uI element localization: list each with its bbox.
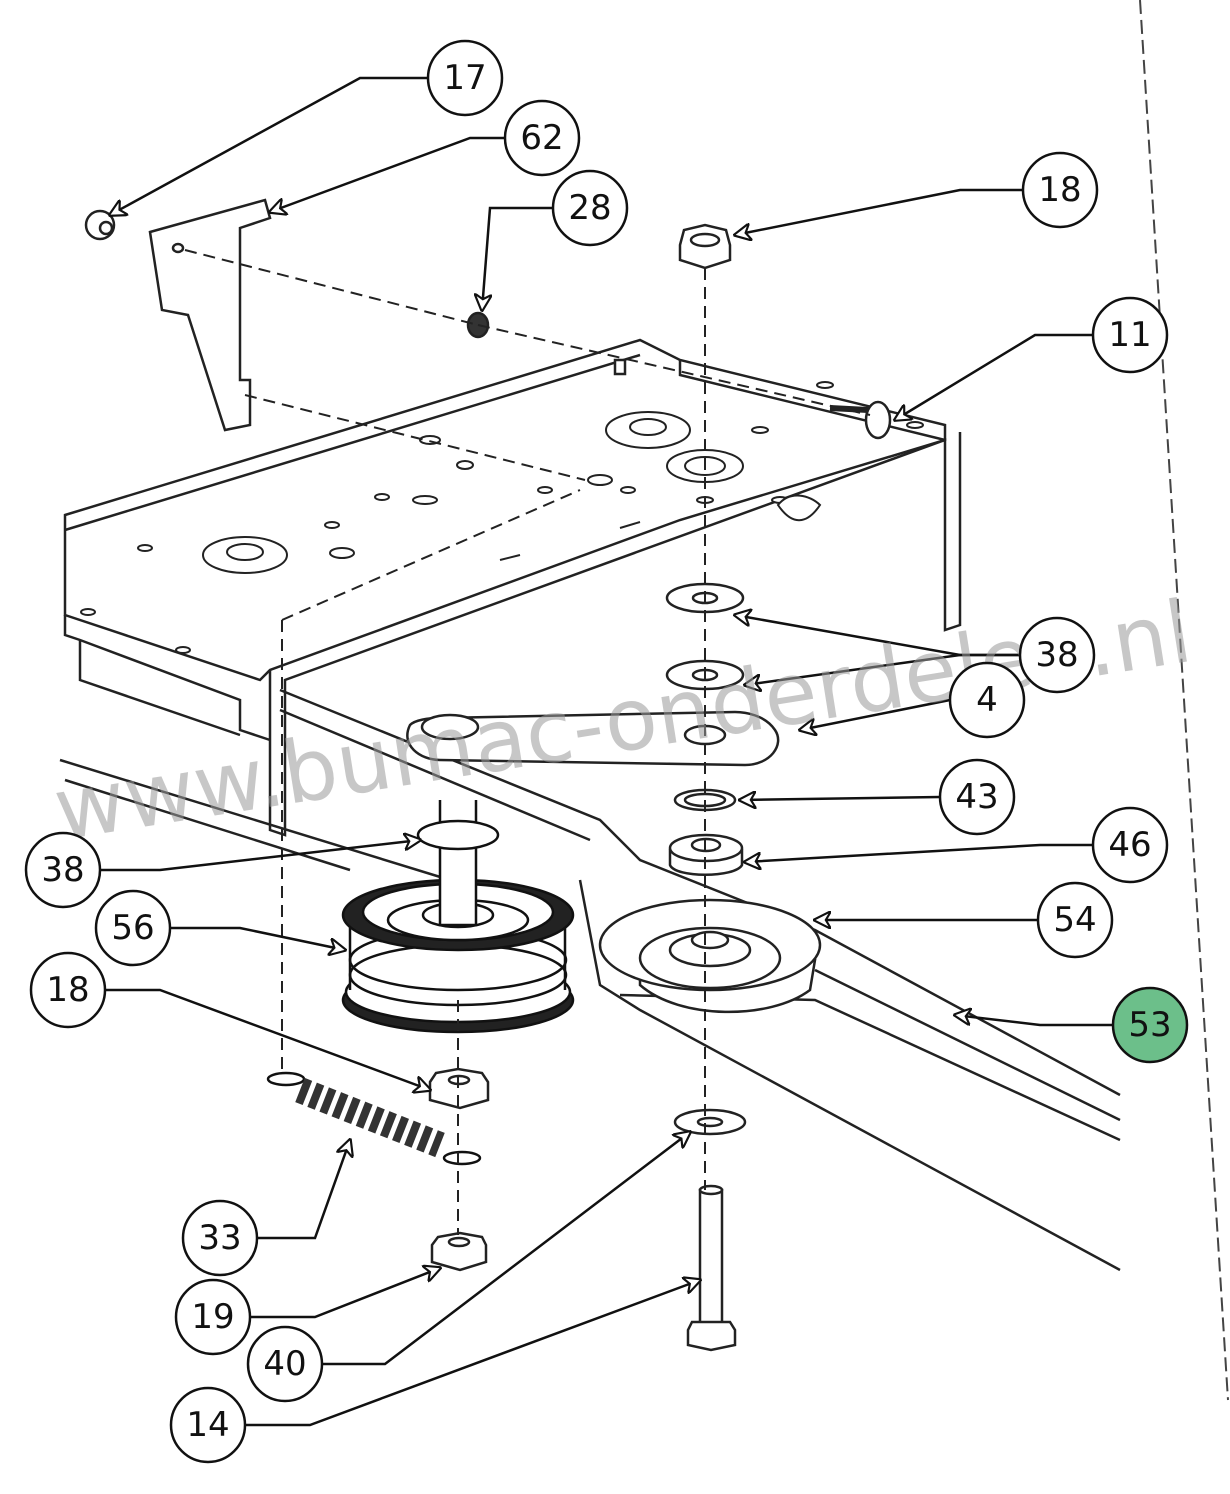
callout-label: 54 [1053, 900, 1096, 940]
callout-label: 43 [955, 777, 998, 817]
drive-pulley [598, 898, 822, 1014]
callout-56[interactable]: 56 [94, 889, 172, 967]
callout-label: 46 [1108, 825, 1151, 865]
callout-54[interactable]: 54 [1036, 881, 1114, 959]
callout-label: 17 [443, 58, 486, 98]
dashed-centerlines [184, 249, 871, 1235]
callout-43[interactable]: 43 [938, 758, 1016, 836]
callout-19[interactable]: 19 [174, 1278, 252, 1356]
callout-38-left[interactable]: 38 [24, 831, 102, 909]
callout-label: 38 [41, 850, 84, 890]
callout-11[interactable]: 11 [1091, 296, 1169, 374]
callout-46[interactable]: 46 [1091, 806, 1169, 884]
callout-label: 18 [46, 970, 89, 1010]
center-stack [665, 223, 745, 876]
callout-label: 38 [1035, 635, 1078, 675]
callout-28[interactable]: 28 [551, 169, 629, 247]
callout-label: 62 [520, 118, 563, 158]
swing-plate [406, 710, 780, 767]
callout-53[interactable]: 53 [1111, 986, 1189, 1064]
callout-18-top[interactable]: 18 [1021, 151, 1099, 229]
callout-4[interactable]: 4 [948, 661, 1026, 739]
callout-62[interactable]: 62 [503, 99, 581, 177]
callout-label: 53 [1128, 1005, 1171, 1045]
callout-18-left[interactable]: 18 [29, 951, 107, 1029]
lower-hardware [428, 1067, 747, 1352]
spring [266, 1071, 482, 1166]
callout-17[interactable]: 17 [426, 39, 504, 117]
callout-label: 33 [198, 1218, 241, 1258]
callout-label: 4 [976, 680, 998, 720]
top-bracket [84, 198, 892, 440]
callout-38-right[interactable]: 38 [1018, 616, 1096, 694]
idler-pulley [341, 800, 575, 1034]
callout-label: 18 [1038, 170, 1081, 210]
callout-label: 14 [186, 1405, 229, 1445]
chassis-plate [59, 338, 962, 882]
callout-label: 28 [568, 188, 611, 228]
boundary-line [1139, 0, 1229, 1401]
callout-40[interactable]: 40 [246, 1325, 324, 1403]
callout-label: 11 [1108, 315, 1151, 355]
plate-holes [80, 381, 924, 654]
callout-33[interactable]: 33 [181, 1199, 259, 1277]
callout-14[interactable]: 14 [169, 1386, 247, 1464]
callout-label: 19 [191, 1297, 234, 1337]
leader-lines [100, 76, 1113, 1427]
watermark: www.bumac-onderdelen.nl [48, 582, 1198, 861]
callout-label: 40 [263, 1344, 306, 1384]
callout-label: 56 [111, 908, 154, 948]
